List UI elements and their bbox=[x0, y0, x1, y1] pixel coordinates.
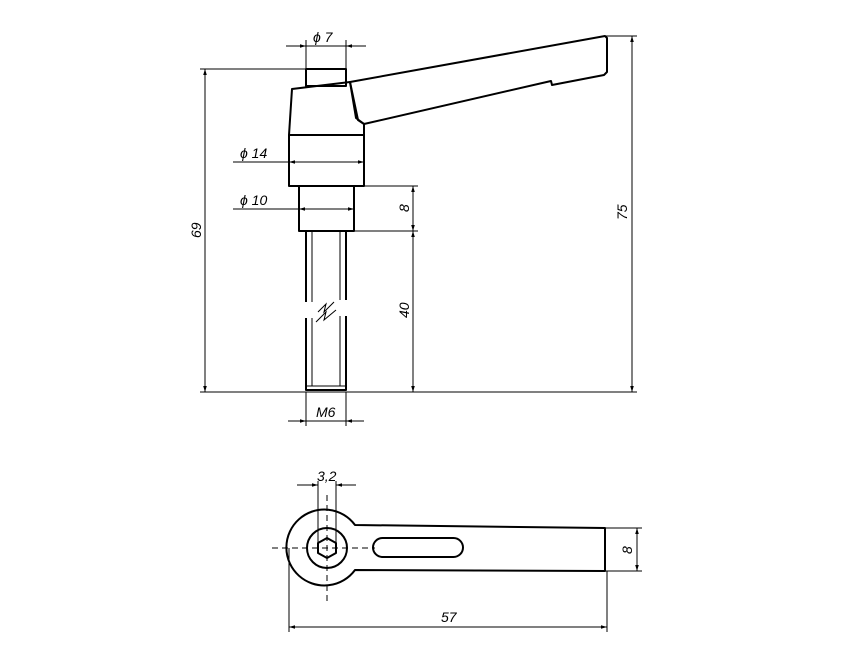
dim-hub-diameter: ϕ 14 bbox=[233, 145, 364, 164]
svg-text:ϕ 10: ϕ 10 bbox=[240, 192, 267, 208]
dim-collar-diameter: ϕ 10 bbox=[233, 192, 354, 211]
svg-text:M6: M6 bbox=[316, 404, 336, 420]
dim-thread: M6 bbox=[288, 392, 364, 426]
dim-thread-length: 40 bbox=[396, 231, 415, 392]
lever-arm bbox=[349, 35, 608, 125]
slot bbox=[372, 537, 464, 558]
pin bbox=[305, 68, 347, 87]
dim-hex-size: 3,2 bbox=[297, 468, 356, 548]
svg-text:75: 75 bbox=[614, 204, 630, 220]
svg-text:ϕ 14: ϕ 14 bbox=[240, 145, 267, 161]
dim-lever-width: 8 bbox=[605, 527, 642, 572]
threaded-shaft bbox=[305, 231, 347, 391]
svg-text:3,2: 3,2 bbox=[317, 468, 337, 484]
dim-overall-height: 69 bbox=[188, 68, 306, 392]
svg-text:40: 40 bbox=[396, 302, 412, 318]
svg-text:8: 8 bbox=[396, 204, 412, 212]
lever-outline bbox=[285, 508, 606, 587]
side-view: ϕ 7 69 75 ϕ 14 ϕ 10 bbox=[188, 29, 637, 426]
top-view: 3,2 8 57 bbox=[272, 468, 642, 632]
dim-total-height: 75 bbox=[605, 35, 637, 392]
dim-pin-diameter: ϕ 7 bbox=[286, 29, 366, 69]
svg-text:69: 69 bbox=[188, 222, 204, 238]
svg-text:ϕ 7: ϕ 7 bbox=[313, 29, 334, 45]
dim-overall-length: 57 bbox=[288, 548, 608, 632]
svg-text:57: 57 bbox=[441, 609, 458, 625]
dim-collar-length: 8 bbox=[354, 185, 418, 232]
svg-text:8: 8 bbox=[619, 546, 635, 554]
